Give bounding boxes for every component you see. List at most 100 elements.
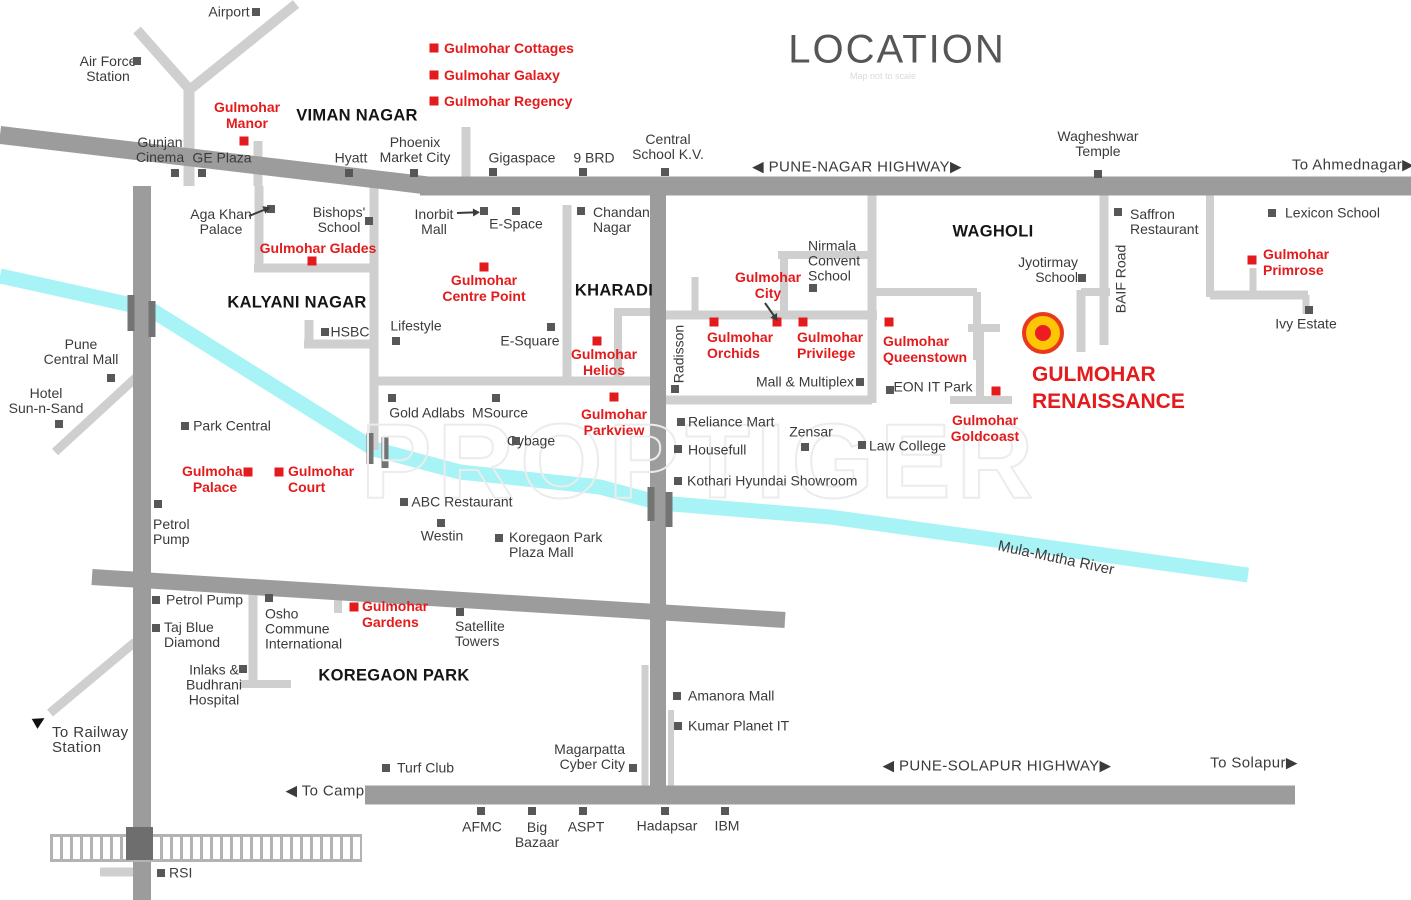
gulmohar-court-label-line: Gulmohar (288, 463, 355, 479)
hyatt-label-line: Hyatt (334, 149, 368, 166)
gulmohar-goldcoast-label-line: Gulmohar (951, 412, 1019, 428)
law-college-label-line: Law College (869, 437, 947, 454)
big-bazaar-marker (528, 807, 536, 815)
gulmohar-renaissance-label-line: RENAISSANCE (1032, 390, 1185, 413)
law-college-marker (858, 441, 866, 449)
gulmohar-galaxy-label: Gulmohar Galaxy (444, 67, 560, 83)
inorbit-mall-label-line: Mall (421, 221, 447, 237)
eon-it-park-label: EON IT Park (893, 379, 972, 395)
gulmohar-city-marker (772, 317, 782, 327)
gulmohar-queenstown-label-line: Gulmohar (883, 333, 950, 349)
ibm-marker (721, 807, 729, 815)
kothari-hyundai-showroom-label: Kothari Hyundai Showroom (687, 473, 857, 489)
westin-label: Westin (421, 528, 464, 544)
gulmohar-manor-label-line: Gulmohar (213, 99, 281, 115)
mall-and-multiplex-label-line: Mall & Multiplex (755, 373, 855, 390)
koregaon-park-plaza-mall-label-line: Plaza Mall (509, 544, 574, 560)
ivy-estate-label: Ivy Estate (1275, 316, 1336, 332)
radisson-label-line: Radisson (670, 324, 687, 384)
gulmohar-glades-label-line: Gulmohar Glades (259, 240, 377, 256)
gulmohar-orchids-marker (709, 317, 719, 327)
to-ahmednagar-label: To Ahmednagar▶ (1292, 158, 1411, 173)
kalyani-nagar-label-line: KALYANI NAGAR (227, 293, 367, 312)
zensar-marker (801, 443, 809, 451)
gulmohar-regency-label: Gulmohar Regency (444, 93, 572, 109)
e-space-label: E-Space (489, 216, 543, 232)
gulmohar-galaxy-label-line: Gulmohar Galaxy (444, 67, 560, 83)
gold-adlabs-label: Gold Adlabs (389, 405, 465, 421)
ge-plaza-label-line: GE Plaza (192, 149, 252, 166)
viman-nagar-label: VIMAN NAGAR (296, 107, 418, 124)
osho-commune-international-label-line: International (265, 635, 343, 652)
osho-commune-international-label-line: Commune (265, 620, 330, 637)
afmc-label: AFMC (462, 818, 502, 835)
airport-label-line: Airport (208, 3, 250, 20)
reliance-mart-label: Reliance Mart (688, 413, 775, 430)
gulmohar-queenstown-marker (884, 317, 894, 327)
railway-road-crossing (126, 827, 153, 860)
kumar-planet-it-label-line: Kumar Planet IT (688, 717, 790, 734)
to-camp-label-line: ◀ To Camp (285, 782, 365, 800)
inorbit-mall-marker (480, 207, 488, 215)
gigaspace-label-line: Gigaspace (488, 149, 556, 166)
koregaon-park-plaza-mall-marker (495, 534, 503, 542)
inorbit-mall-label-line: Inorbit (414, 206, 454, 222)
e-square-label: E-Square (500, 333, 559, 349)
aspt-label: ASPT (568, 819, 605, 835)
abc-restaurant-label-line: ABC Restaurant (411, 493, 513, 510)
ivy-estate-marker (1305, 306, 1313, 314)
nirmala-convent-school-label-line: Nirmala (808, 237, 857, 254)
gulmohar-palace-marker (243, 467, 253, 477)
ge-plaza-label: GE Plaza (192, 149, 252, 166)
9-brd-marker (579, 168, 587, 176)
rsi-marker (157, 869, 165, 877)
turf-club-label-line: Turf Club (397, 759, 455, 776)
kharadi-label-line: KHARADI (574, 281, 654, 300)
wagheshwar-temple-marker (1094, 170, 1102, 178)
petrol-pump-koregaon-label-line: Petrol Pump (166, 591, 244, 608)
air-force-station-label-line: Air Force (79, 53, 137, 69)
phoenix-market-city-label-line: Phoenix (389, 134, 441, 150)
reliance-mart-label-line: Reliance Mart (688, 413, 775, 430)
gulmohar-primrose-label-line: Gulmohar (1263, 246, 1330, 262)
magarpatta-cyber-city-label-line: Cyber City (559, 756, 625, 772)
wagholi-label-line: WAGHOLI (952, 222, 1034, 241)
gulmohar-parkview-label-line: Gulmohar (580, 406, 648, 422)
phoenix-market-city-label-line: Market City (379, 149, 451, 165)
housefull-marker (674, 445, 682, 453)
hotel-sun-n-sand-marker (55, 420, 63, 428)
mula-mutha-river-shape (0, 268, 1250, 583)
gulmohar-court-label-line: Court (288, 479, 326, 495)
hsbc-marker (321, 328, 329, 336)
afmc-label-line: AFMC (462, 818, 502, 835)
kharadi-label: KHARADI (574, 281, 654, 300)
hyatt-label: Hyatt (334, 149, 368, 166)
afmc-marker (477, 807, 485, 815)
gulmohar-regency-label-line: Gulmohar Regency (444, 93, 573, 109)
taj-blue-diamond-label-line: Taj Blue (164, 619, 214, 635)
amanora-mall-marker (673, 692, 681, 700)
magarpatta-cyber-city-label-line: Magarpatta (554, 741, 625, 757)
chandan-nagar-label-line: Chandan (593, 204, 650, 220)
gunjan-cinema-label-line: Gunjan (137, 134, 183, 150)
gulmohar-parkview-marker (609, 392, 619, 402)
koregaon-park-label: KOREGAON PARK (318, 667, 469, 684)
central-school-kv-label-line: School K.V. (632, 146, 704, 162)
e-square-marker (547, 323, 555, 331)
pune-central-mall-marker (107, 374, 115, 382)
ibm-label: IBM (715, 818, 740, 834)
aspt-marker (579, 807, 587, 815)
nirmala-convent-school-label-line: Convent (808, 252, 861, 269)
